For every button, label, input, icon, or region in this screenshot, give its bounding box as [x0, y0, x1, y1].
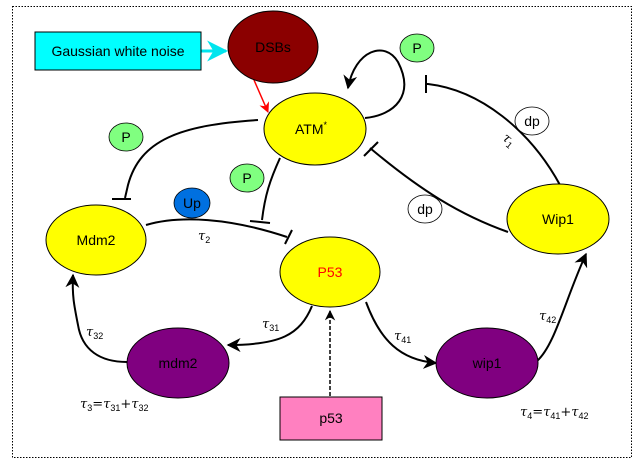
delay-tau2: τ2: [198, 229, 210, 245]
svg-text:dp: dp: [524, 113, 540, 129]
badge-phospho-mid: P: [229, 163, 265, 193]
inhibit-bar-p53-atm: [249, 220, 271, 224]
node-atm: ATM*: [263, 92, 367, 166]
p53-protein-label: P53: [318, 264, 343, 280]
badge-dephospho-top: dp: [514, 106, 550, 136]
delay-tau31: τ31: [262, 317, 279, 333]
node-dsbs: DSBs: [227, 10, 319, 84]
edge-mdm2-to-Mdm2: [65, 273, 128, 363]
badge-dephospho-mid: dp: [407, 194, 443, 224]
mdm2-protein-label: Mdm2: [77, 232, 116, 248]
inhibit-bar-atm-wip1: [363, 141, 379, 157]
badge-ubiquitin: Up: [173, 187, 211, 219]
svg-text:Up: Up: [183, 195, 201, 211]
inhibit-bar-p53-mdm2: [284, 229, 293, 245]
badge-phospho-top: P: [399, 33, 435, 63]
edge-wip1-to-Wip1: [536, 252, 588, 362]
svg-text:dp: dp: [417, 201, 433, 217]
delay-equation-tau3: τ3=τ31+τ32: [80, 397, 148, 413]
svg-text:P: P: [412, 40, 421, 56]
node-wip1-mrna: wip1: [435, 327, 539, 399]
node-mdm2-mrna: mdm2: [126, 327, 230, 399]
node-wip1-protein: Wip1: [506, 183, 610, 255]
edge-atm-inhibits-p53: [261, 157, 281, 221]
edges: [65, 40, 588, 396]
delay-tau1: τ1: [498, 131, 518, 151]
edge-dsbs-to-atm: [253, 79, 270, 113]
atm-label: ATM*: [295, 120, 328, 137]
node-p53-gene: p53: [279, 396, 383, 441]
noise-label: Gaussian white noise: [51, 43, 184, 59]
edge-wip1-inhibits-atm-lower: [369, 147, 509, 233]
diagram-frame: [12, 6, 632, 458]
svg-text:P: P: [242, 170, 251, 186]
delay-equation-tau4: τ4=τ41+τ42: [520, 405, 588, 421]
node-noise: Gaussian white noise: [34, 31, 202, 71]
edge-mdm2-inhibits-p53: [145, 218, 288, 238]
node-mdm2-protein: Mdm2: [45, 204, 147, 276]
edge-p53-to-mdm2: [226, 305, 313, 352]
edge-atm-inhibits-mdm2: [124, 119, 259, 199]
dsbs-label: DSBs: [255, 39, 291, 55]
edge-wip1-inhibits-atm-loop: [427, 83, 561, 186]
node-p53-protein: P53: [279, 236, 381, 308]
wip1-mrna-label: wip1: [472, 355, 502, 371]
edge-p53-to-wip1: [365, 301, 438, 369]
edge-atm-self-loop: [343, 49, 406, 119]
wip1-protein-label: Wip1: [542, 211, 574, 227]
p53-gene-label: p53: [319, 410, 343, 426]
delay-tau41: τ41: [394, 329, 411, 345]
mdm2-mrna-label: mdm2: [159, 355, 198, 371]
delay-tau42: τ42: [539, 309, 556, 325]
badge-phospho-left: P: [108, 122, 144, 152]
delay-tau32: τ32: [86, 325, 103, 341]
noise-box: [34, 31, 202, 71]
svg-text:P: P: [121, 129, 130, 145]
